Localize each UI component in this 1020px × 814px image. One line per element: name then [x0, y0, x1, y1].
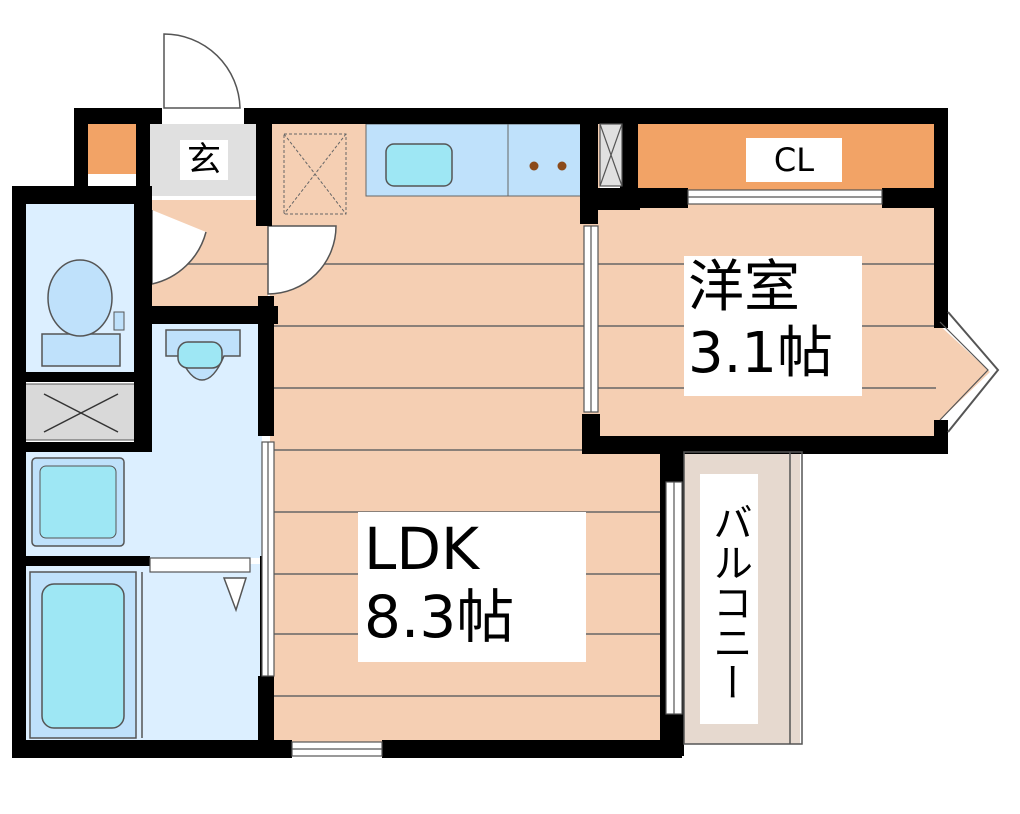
toilet-door-swing — [151, 210, 207, 285]
kitchen — [283, 123, 587, 215]
washing-machine-inner — [39, 465, 117, 539]
room-label-balcony: バルコニー — [700, 474, 758, 724]
room-label-ldk: LDK 8.3帖 — [358, 512, 586, 662]
sink-icon — [385, 143, 453, 187]
balcony-edge — [683, 451, 803, 745]
stove-burner-icon — [529, 161, 539, 171]
ldk-name: LDK — [364, 515, 480, 583]
shoe-cabinet — [86, 124, 138, 174]
western-room-size: 3.1帖 — [688, 321, 834, 386]
wet-area-fixtures — [23, 259, 241, 739]
toilet-tank — [41, 333, 121, 367]
fridge-space — [283, 133, 347, 215]
stove-burner-icon — [557, 161, 567, 171]
bay-window — [939, 311, 1000, 433]
room-label-genkan: 玄 — [180, 140, 228, 180]
washbasin-bowl — [177, 341, 223, 369]
western-room-name: 洋室 — [688, 255, 800, 320]
bath-door-icon — [222, 577, 248, 613]
room-label-closet: CL — [746, 138, 842, 182]
windows-and-openings — [149, 123, 883, 757]
doors — [151, 33, 337, 613]
entrance-door-swing — [163, 33, 241, 109]
room-label-western: 洋室 3.1帖 — [684, 256, 862, 396]
bath-partition — [149, 557, 251, 573]
toilet-icon — [47, 259, 113, 337]
ldk-size: 8.3帖 — [364, 583, 515, 651]
bay-window-floor — [936, 322, 990, 424]
storage-shelf — [23, 383, 139, 441]
bathtub-basin — [41, 583, 125, 729]
toilet-paper-holder — [113, 311, 125, 331]
hall-door-swing — [267, 225, 337, 295]
